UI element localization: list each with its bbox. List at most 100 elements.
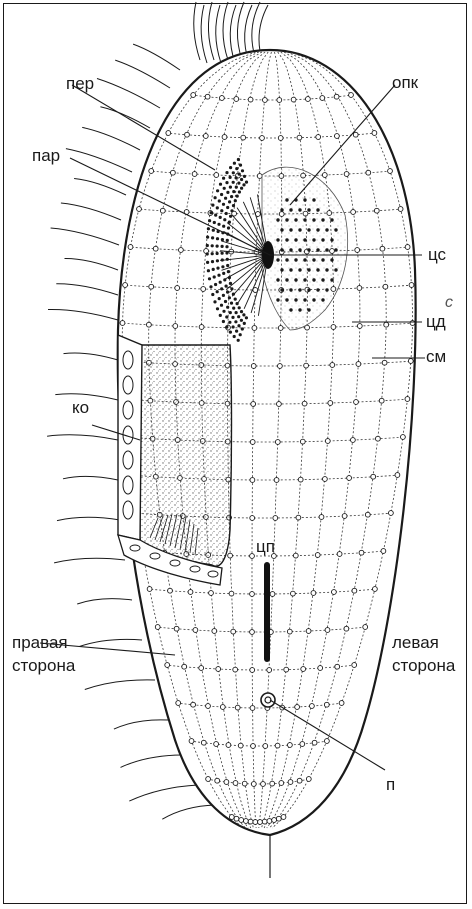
kinetosome-dot — [217, 223, 220, 226]
kinetosome-dot — [216, 237, 219, 240]
cilium — [82, 127, 140, 150]
basal-body — [301, 667, 306, 672]
basal-body — [241, 135, 246, 140]
kinetosome-dot — [334, 268, 337, 271]
basal-body — [334, 94, 339, 99]
basal-body — [185, 132, 190, 137]
basal-body — [359, 550, 364, 555]
basal-body — [182, 664, 187, 669]
basal-body — [250, 554, 255, 559]
kinetosome-dot — [242, 183, 245, 186]
kinetosome-dot — [232, 181, 235, 184]
basal-body — [291, 97, 296, 102]
basal-body — [335, 134, 340, 139]
basal-body — [279, 781, 284, 786]
basal-body — [216, 667, 221, 672]
basal-body — [242, 781, 247, 786]
kinetosome-dot — [226, 191, 229, 194]
kinetosome-dot — [223, 218, 226, 221]
kinetosome-dot — [227, 270, 230, 273]
basal-body — [224, 780, 229, 785]
kinetosome-dot — [219, 183, 222, 186]
basal-body — [250, 668, 255, 673]
kinetosome-dot — [231, 316, 234, 319]
kinetosome-dot — [303, 218, 306, 221]
kinetosome-dot — [220, 304, 223, 307]
basal-body — [252, 326, 257, 331]
basal-body — [234, 816, 239, 821]
kinetosome-dot — [223, 187, 226, 190]
kinetosome-dot — [241, 327, 244, 330]
kinetosome-dot — [235, 167, 238, 170]
basal-body — [381, 549, 386, 554]
kinetosome-dot — [220, 209, 223, 212]
kinetosome-dot — [241, 169, 244, 172]
basal-body — [335, 664, 340, 669]
kinetosome-dot — [321, 238, 324, 241]
basal-body — [351, 210, 356, 215]
basal-body — [250, 706, 255, 711]
kinetosome-dot — [280, 248, 283, 251]
kinetosome-dot — [298, 288, 301, 291]
basal-body — [339, 701, 344, 706]
kinetosome-dot — [243, 175, 246, 178]
kinetosome-dot — [230, 287, 233, 290]
kinetosome-dot — [280, 288, 283, 291]
basal-body — [315, 553, 320, 558]
basal-body — [288, 780, 293, 785]
basal-body — [209, 591, 214, 596]
kinetosome-dot — [276, 278, 279, 281]
kinetosome-dot — [230, 195, 233, 198]
basal-body — [383, 284, 388, 289]
basal-body — [296, 515, 301, 520]
kinetosome-dot — [220, 193, 223, 196]
cilium — [85, 680, 155, 690]
basal-body — [244, 819, 249, 824]
kinetosome-dot — [225, 181, 228, 184]
basal-body — [258, 820, 263, 825]
kinetosome-dot — [206, 244, 209, 247]
basal-body — [147, 587, 152, 592]
kinetosome-dot — [228, 200, 231, 203]
basal-body — [267, 668, 272, 673]
kinetosome-dot — [316, 228, 319, 231]
kinetosome-dot — [221, 252, 224, 255]
kinetosome-dot — [211, 252, 214, 255]
kinetosome-dot — [240, 319, 243, 322]
kinetosome-dot — [232, 325, 235, 328]
basal-body — [318, 666, 323, 671]
kinetosome-dot — [232, 190, 235, 193]
basal-body — [319, 515, 324, 520]
basal-body — [325, 439, 330, 444]
kinetosome-dot — [232, 204, 235, 207]
kinetosome-dot — [212, 229, 215, 232]
basal-body — [297, 135, 302, 140]
basal-body — [405, 245, 410, 250]
kinetosome-dot — [303, 258, 306, 261]
basal-body — [357, 324, 362, 329]
kinetosome-dot — [233, 335, 236, 338]
kinetosome-dot — [208, 277, 211, 280]
basal-body — [176, 701, 181, 706]
kinetosome-dot — [321, 298, 324, 301]
kinetosome-dot — [211, 244, 214, 247]
basal-body — [331, 325, 336, 330]
basal-body — [226, 743, 231, 748]
kinetosome-dot — [234, 199, 237, 202]
cilium — [63, 476, 118, 480]
kinetosome-dot — [226, 291, 229, 294]
basal-body — [272, 818, 277, 823]
basal-body — [304, 363, 309, 368]
kinetosome-dot — [242, 313, 245, 316]
kinetosome-dot — [285, 298, 288, 301]
kinetosome-dot — [237, 324, 240, 327]
kinetosome-dot — [289, 288, 292, 291]
basal-body — [251, 402, 256, 407]
cilium — [77, 599, 132, 604]
kinetosome-dot — [316, 268, 319, 271]
kinetosome-dot — [307, 248, 310, 251]
label-opk: опк — [392, 73, 418, 92]
cilium — [47, 435, 118, 440]
kinetosome-dot — [230, 302, 233, 305]
basal-body — [165, 663, 170, 668]
